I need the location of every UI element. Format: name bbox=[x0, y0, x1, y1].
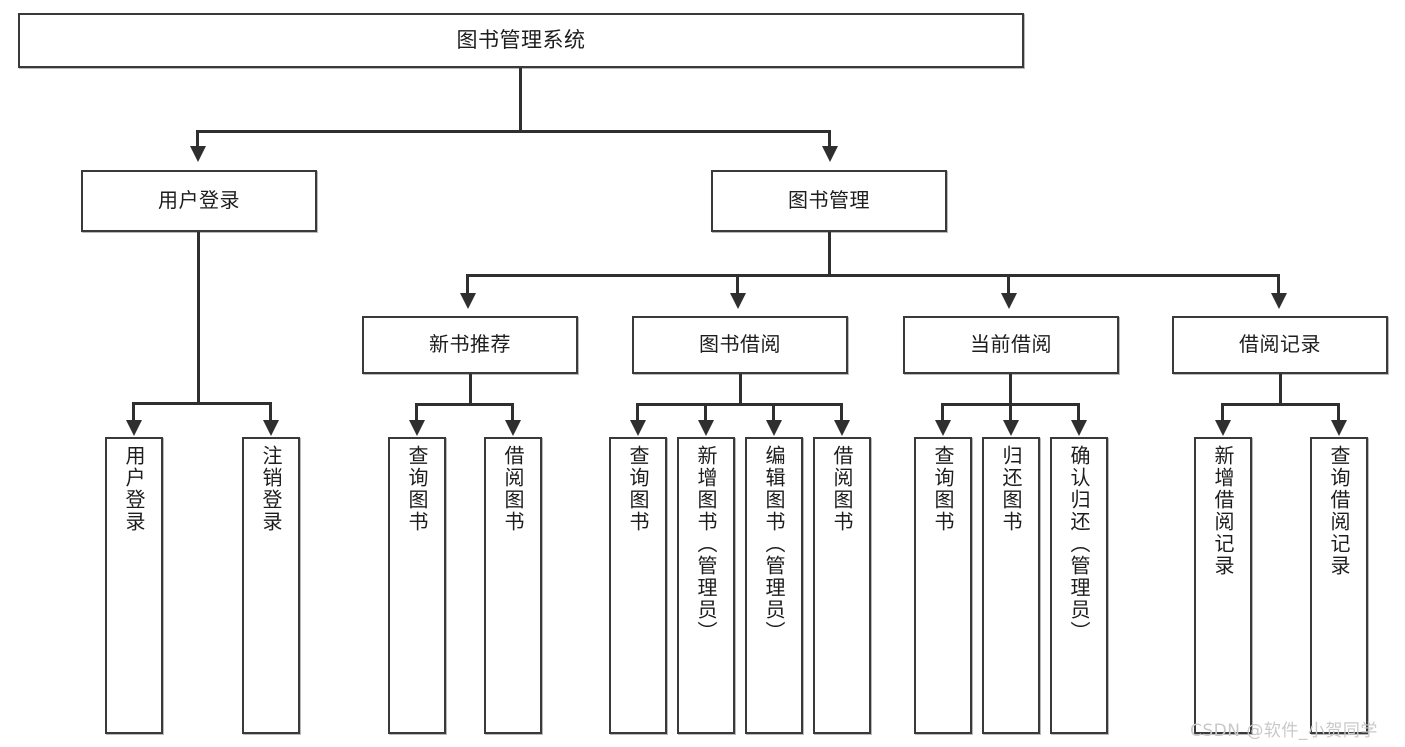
connector-borrowrecord-leaf2 bbox=[1337, 403, 1340, 421]
node-label: 新书推荐 bbox=[429, 332, 511, 357]
connector-newbook-bus bbox=[415, 403, 511, 406]
node-borrow-record[interactable]: 借阅记录 bbox=[1172, 316, 1388, 374]
connector-root-stem bbox=[519, 68, 522, 132]
connector-bookborrow-leaf1 bbox=[636, 403, 639, 421]
node-label: 新增借阅记录 bbox=[1211, 445, 1235, 577]
node-label: 借阅记录 bbox=[1239, 332, 1321, 357]
node-label: 用户登录 bbox=[158, 188, 240, 213]
node-label: 查询借阅记录 bbox=[1327, 445, 1351, 577]
connector-bookmgmt-to-new bbox=[466, 274, 469, 294]
connector-newbook-leaf1 bbox=[415, 403, 418, 421]
connector-bookborrow-leaf3 bbox=[772, 403, 775, 421]
leaf-query-book-current[interactable]: 查询图书 bbox=[914, 437, 972, 734]
node-new-book-recommend[interactable]: 新书推荐 bbox=[362, 316, 578, 374]
connector-currentborrow-stem bbox=[1009, 374, 1012, 405]
arrow-to-new-book-recommend bbox=[460, 293, 476, 309]
arrow-to-book-management bbox=[822, 146, 838, 162]
leaf-add-book-admin[interactable]: 新增图书（管理员） bbox=[677, 437, 735, 734]
connector-bookmgmt-stem bbox=[828, 232, 831, 276]
arrow-to-leaf-logout bbox=[263, 420, 279, 436]
arrow-to-current-borrow bbox=[1001, 293, 1017, 309]
node-label: 当前借阅 bbox=[970, 332, 1052, 357]
arrow-to-user-login bbox=[190, 146, 206, 162]
leaf-borrow-book[interactable]: 借阅图书 bbox=[813, 437, 871, 734]
watermark-text: CSDN @软件_小贺同学 bbox=[1190, 721, 1378, 741]
leaf-return-book[interactable]: 归还图书 bbox=[982, 437, 1040, 734]
connector-bookborrow-bus bbox=[636, 403, 842, 406]
arrow-to-leaf-return-book bbox=[1003, 420, 1019, 436]
connector-login-leaf1 bbox=[132, 402, 135, 421]
connector-currentborrow-leaf2 bbox=[1009, 403, 1012, 421]
node-label: 图书管理系统 bbox=[456, 28, 586, 53]
connector-bookmgmt-to-borrow bbox=[736, 274, 739, 294]
node-label: 注销登录 bbox=[259, 445, 283, 533]
arrow-to-leaf-edit-book bbox=[766, 420, 782, 436]
arrow-to-leaf-query-book-1 bbox=[409, 420, 425, 436]
arrow-to-leaf-user-login bbox=[126, 420, 142, 436]
connector-root-bus bbox=[196, 130, 831, 133]
node-label: 新增图书（管理员） bbox=[694, 445, 718, 643]
connector-login-leaf2 bbox=[269, 402, 272, 421]
connector-borrowrecord-stem bbox=[1279, 374, 1282, 405]
leaf-borrow-book-recommend[interactable]: 借阅图书 bbox=[484, 437, 542, 734]
node-label: 借阅图书 bbox=[830, 445, 854, 533]
connector-login-bus bbox=[132, 402, 271, 405]
node-book-management[interactable]: 图书管理 bbox=[711, 170, 947, 232]
connector-currentborrow-leaf1 bbox=[941, 403, 944, 421]
arrow-to-leaf-add-record bbox=[1215, 420, 1231, 436]
leaf-user-login[interactable]: 用户登录 bbox=[105, 437, 163, 734]
node-user-login[interactable]: 用户登录 bbox=[81, 170, 317, 232]
node-label: 归还图书 bbox=[999, 445, 1023, 533]
node-current-borrow[interactable]: 当前借阅 bbox=[903, 316, 1119, 374]
leaf-add-borrow-record[interactable]: 新增借阅记录 bbox=[1194, 437, 1252, 734]
leaf-confirm-return-admin[interactable]: 确认归还（管理员） bbox=[1050, 437, 1108, 734]
connector-bookmgmt-to-record bbox=[1277, 274, 1280, 294]
node-label: 用户登录 bbox=[122, 445, 146, 533]
connector-bookmgmt-bus bbox=[466, 274, 1279, 277]
connector-newbook-leaf2 bbox=[511, 403, 514, 421]
arrow-to-leaf-borrow-book-2 bbox=[834, 420, 850, 436]
arrow-to-leaf-query-book-3 bbox=[935, 420, 951, 436]
connector-root-to-login bbox=[196, 130, 199, 148]
node-label: 查询图书 bbox=[405, 445, 429, 533]
node-root-system[interactable]: 图书管理系统 bbox=[18, 13, 1024, 68]
arrow-to-leaf-query-record bbox=[1331, 420, 1347, 436]
arrow-to-book-borrow bbox=[730, 293, 746, 309]
connector-currentborrow-leaf3 bbox=[1077, 403, 1080, 421]
arrow-to-leaf-confirm-return bbox=[1071, 420, 1087, 436]
node-book-borrow[interactable]: 图书借阅 bbox=[632, 316, 848, 374]
leaf-query-book-borrow[interactable]: 查询图书 bbox=[609, 437, 667, 734]
connector-root-to-bookmgmt bbox=[828, 130, 831, 148]
connector-borrowrecord-bus bbox=[1221, 403, 1340, 406]
node-label: 确认归还（管理员） bbox=[1067, 445, 1091, 643]
leaf-query-book-recommend[interactable]: 查询图书 bbox=[388, 437, 446, 734]
leaf-edit-book-admin[interactable]: 编辑图书（管理员） bbox=[745, 437, 803, 734]
node-label: 编辑图书（管理员） bbox=[762, 445, 786, 643]
leaf-query-borrow-record[interactable]: 查询借阅记录 bbox=[1310, 437, 1368, 734]
connector-newbook-stem bbox=[469, 374, 472, 405]
node-label: 查询图书 bbox=[626, 445, 650, 533]
node-label: 查询图书 bbox=[931, 445, 955, 533]
node-label: 借阅图书 bbox=[501, 445, 525, 533]
node-label: 图书管理 bbox=[788, 188, 870, 213]
connector-bookmgmt-to-current bbox=[1007, 274, 1010, 294]
arrow-to-leaf-add-book bbox=[698, 420, 714, 436]
connector-bookborrow-leaf2 bbox=[704, 403, 707, 421]
arrow-to-leaf-query-book-2 bbox=[630, 420, 646, 436]
arrow-to-borrow-record bbox=[1271, 293, 1287, 309]
arrow-to-leaf-borrow-book-1 bbox=[505, 420, 521, 436]
connector-bookborrow-stem bbox=[739, 374, 742, 405]
connector-login-stem bbox=[197, 232, 200, 404]
connector-bookborrow-leaf4 bbox=[840, 403, 843, 421]
node-label: 图书借阅 bbox=[699, 332, 781, 357]
leaf-logout[interactable]: 注销登录 bbox=[242, 437, 300, 734]
connector-borrowrecord-leaf1 bbox=[1221, 403, 1224, 421]
